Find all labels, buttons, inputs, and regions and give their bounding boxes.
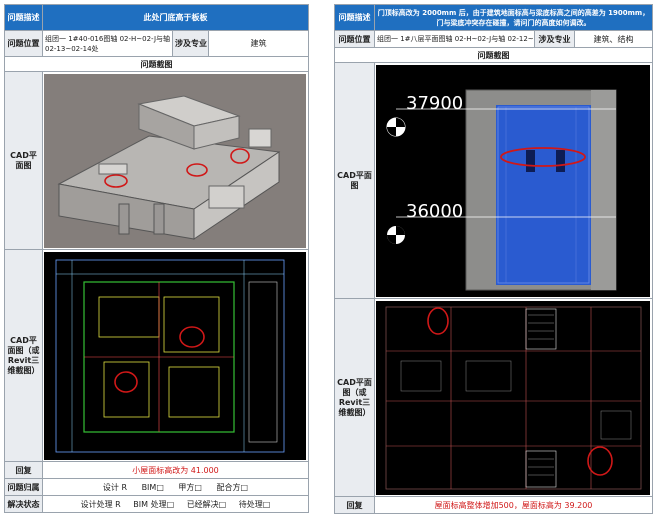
belong-partner-option[interactable]: 配合方□ bbox=[216, 482, 249, 492]
left-location-label: 问题位置 bbox=[4, 30, 43, 57]
right-location-label: 问题位置 bbox=[334, 30, 375, 48]
left-status-options: 设计处理 R BIM 处理□ 已经解决□ 待处理□ bbox=[42, 495, 309, 513]
left-reply-label: 回复 bbox=[4, 461, 43, 479]
left-cad1-label: CAD平面图 bbox=[4, 71, 43, 250]
right-reply-value: 屋面标高整体增加500，屋面标高为 39.200 bbox=[374, 496, 653, 514]
section-level-image: 37900 36000 bbox=[376, 64, 650, 297]
left-belong-options: 设计 R BIM□ 甲方□ 配合方□ bbox=[42, 478, 309, 496]
status-solved-option[interactable]: 已经解决□ bbox=[186, 499, 227, 509]
right-profession-label: 涉及专业 bbox=[534, 30, 575, 48]
right-screenshot-title: 问题截图 bbox=[334, 47, 653, 63]
status-pending-option[interactable]: 待处理□ bbox=[238, 499, 271, 509]
right-profession-value: 建筑、结构 bbox=[574, 30, 653, 48]
left-profession-value: 建筑 bbox=[208, 30, 309, 57]
left-profession-label: 涉及专业 bbox=[172, 30, 209, 57]
cad-floor-plan-image bbox=[44, 251, 306, 460]
right-cad-plan bbox=[374, 298, 653, 497]
right-cad1-label: CAD平面图 bbox=[334, 62, 375, 299]
level-marker-top: 37900 bbox=[386, 93, 616, 136]
belong-bim-option[interactable]: BIM□ bbox=[141, 482, 164, 492]
rooftop-3d-image bbox=[44, 73, 306, 248]
right-desc-value: 门顶标高改为 2000mm 后，由于建筑地面标高与梁底标高之间的高差为 1900… bbox=[374, 4, 653, 31]
left-cad2-label: CAD平面图（或Revit三维截图） bbox=[4, 249, 43, 462]
belong-design-option[interactable]: 设计 R bbox=[102, 482, 128, 492]
left-status-label: 解决状态 bbox=[4, 495, 43, 513]
left-cad-plan bbox=[42, 249, 309, 462]
status-design-option[interactable]: 设计处理 R bbox=[80, 499, 121, 509]
right-location-value: 组团一 1#八层平面图轴 02-H~02-J与轴 02-12~02-14 bbox=[374, 30, 535, 48]
level-marker-bottom: 36000 bbox=[387, 201, 616, 244]
left-location-value: 组团一 1#40-016图轴 02-H~02-J与轴 02-13~02-14处 bbox=[42, 30, 173, 57]
right-section-view: 37900 36000 bbox=[374, 62, 653, 299]
level-label-bottom: 36000 bbox=[406, 201, 463, 222]
left-desc-label: 问题描述 bbox=[4, 4, 43, 31]
left-belong-label: 问题归属 bbox=[4, 478, 43, 496]
right-desc-label: 问题描述 bbox=[334, 4, 375, 31]
right-issue-sheet: 问题描述 门顶标高改为 2000mm 后，由于建筑地面标高与梁底标高之间的高差为… bbox=[334, 4, 653, 514]
left-desc-value: 此处门底高于板板 bbox=[42, 4, 309, 31]
left-screenshot-title: 问题截图 bbox=[4, 56, 309, 72]
left-3d-view bbox=[42, 71, 309, 250]
left-issue-sheet: 问题描述 此处门底高于板板 问题位置 组团一 1#40-016图轴 02-H~0… bbox=[4, 4, 309, 513]
right-reply-label: 回复 bbox=[334, 496, 375, 514]
cad-section-plan-image bbox=[376, 300, 650, 495]
right-cad2-label: CAD平面图（或Revit三维截图） bbox=[334, 298, 375, 497]
level-label-top: 37900 bbox=[406, 93, 463, 114]
belong-client-option[interactable]: 甲方□ bbox=[178, 482, 202, 492]
status-bim-option[interactable]: BIM 处理□ bbox=[133, 499, 175, 509]
left-reply-value: 小屋面标高改为 41.000 bbox=[42, 461, 309, 479]
